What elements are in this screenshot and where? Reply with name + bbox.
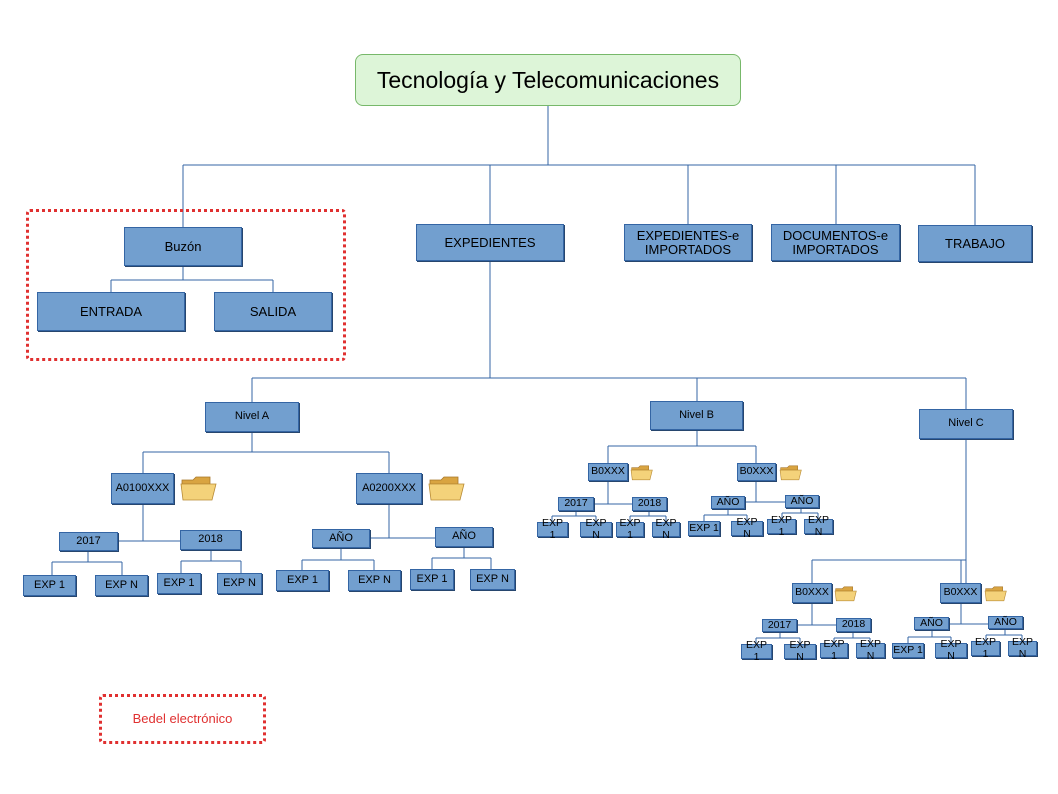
expedientes-importados-node: EXPEDIENTES-e IMPORTADOS bbox=[624, 224, 752, 261]
exp-n-node: EXP N bbox=[856, 639, 885, 661]
exp-1-node: EXP 1 bbox=[537, 518, 568, 540]
exp-1-node: EXP 1 bbox=[820, 639, 848, 661]
exp-1-node: EXP 1 bbox=[971, 637, 1000, 659]
buzon-dotted-frame bbox=[26, 209, 346, 361]
b0xxx-node: B0XXX bbox=[588, 463, 628, 481]
root-node: Tecnología y Telecomunicaciones bbox=[355, 54, 741, 106]
exp-n-node: EXP N bbox=[217, 573, 262, 594]
folder-icon bbox=[984, 586, 1007, 602]
entrada-node: ENTRADA bbox=[37, 292, 185, 331]
year-2017-node: 2017 bbox=[762, 619, 797, 632]
anio-node: AÑO bbox=[914, 617, 949, 630]
buzon-node: Buzón bbox=[124, 227, 242, 266]
exp-n-node: EXP N bbox=[95, 575, 148, 596]
anio-node: AÑO bbox=[988, 616, 1023, 629]
exp-1-node: EXP 1 bbox=[741, 640, 772, 662]
b0xxx-node: B0XXX bbox=[940, 583, 981, 603]
exp-n-node: EXP N bbox=[652, 518, 680, 540]
year-2018-node: 2018 bbox=[836, 618, 871, 632]
exp-n-node: EXP N bbox=[935, 639, 967, 661]
legend-dotted-frame bbox=[99, 694, 266, 744]
exp-n-node: EXP N bbox=[1008, 637, 1037, 659]
exp-n-node: EXP N bbox=[784, 640, 816, 662]
folder-icon bbox=[428, 476, 465, 501]
exp-1-node: EXP 1 bbox=[276, 570, 329, 591]
exp-1-node: EXP 1 bbox=[157, 573, 201, 594]
year-2017-node: 2017 bbox=[59, 532, 118, 551]
exp-n-node: EXP N bbox=[731, 517, 763, 539]
exp-1-node: EXP 1 bbox=[892, 643, 924, 658]
exp-1-node: EXP 1 bbox=[410, 569, 454, 590]
legend-label: Bedel electrónico bbox=[132, 711, 233, 726]
a0200-node: A0200XXX bbox=[356, 473, 422, 504]
nivel-b-node: Nivel B bbox=[650, 401, 743, 430]
exp-1-node: EXP 1 bbox=[688, 521, 720, 536]
documentos-importados-node: DOCUMENTOS-e IMPORTADOS bbox=[771, 224, 900, 261]
salida-node: SALIDA bbox=[214, 292, 332, 331]
a0100-node: A0100XXX bbox=[111, 473, 174, 504]
exp-1-node: EXP 1 bbox=[767, 515, 796, 537]
anio-node: AÑO bbox=[312, 529, 370, 548]
exp-1-node: EXP 1 bbox=[23, 575, 76, 596]
exp-1-node: EXP 1 bbox=[616, 518, 644, 540]
exp-n-node: EXP N bbox=[580, 518, 612, 540]
exp-n-node: EXP N bbox=[470, 569, 515, 590]
b0xxx-node: B0XXX bbox=[792, 583, 832, 603]
year-2017-node: 2017 bbox=[558, 497, 594, 511]
anio-node: AÑO bbox=[785, 495, 819, 508]
nivel-c-node: Nivel C bbox=[919, 409, 1013, 439]
anio-node: AÑO bbox=[711, 496, 745, 509]
folder-icon bbox=[630, 465, 653, 481]
year-2018-node: 2018 bbox=[632, 497, 667, 511]
folder-icon bbox=[779, 465, 802, 481]
anio-node: AÑO bbox=[435, 527, 493, 547]
exp-n-node: EXP N bbox=[804, 515, 833, 537]
trabajo-node: TRABAJO bbox=[918, 225, 1032, 262]
nivel-a-node: Nivel A bbox=[205, 402, 299, 432]
year-2018-node: 2018 bbox=[180, 530, 241, 550]
b0xxx-node: B0XXX bbox=[737, 463, 776, 481]
exp-n-node: EXP N bbox=[348, 570, 401, 591]
expedientes-node: EXPEDIENTES bbox=[416, 224, 564, 261]
folder-icon bbox=[180, 476, 217, 501]
folder-icon bbox=[834, 586, 857, 602]
